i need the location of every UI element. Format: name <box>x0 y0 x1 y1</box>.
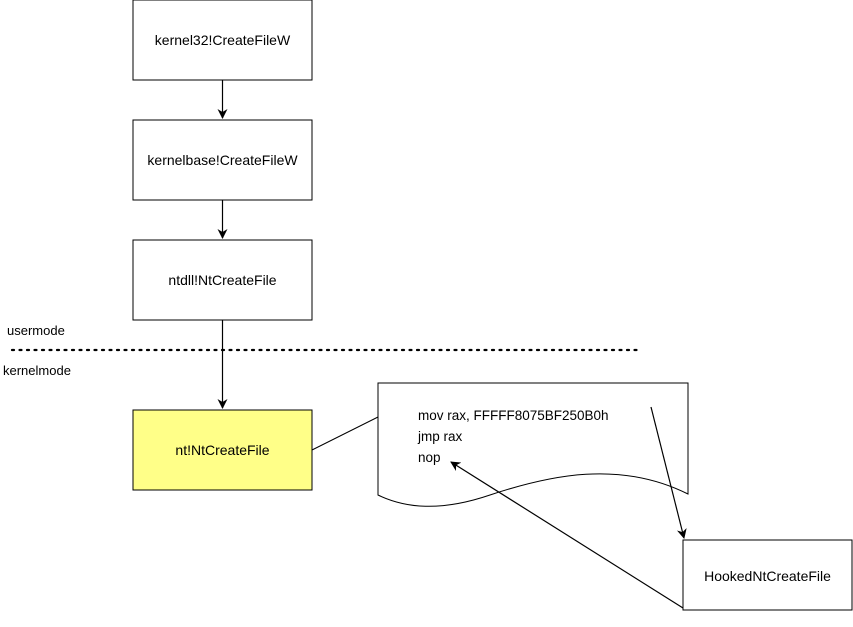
kernelmode-label: kernelmode <box>3 363 71 378</box>
code-line-2: jmp rax <box>417 429 463 444</box>
node-kernel32: kernel32!CreateFileW <box>132 0 313 81</box>
note-connector <box>311 416 379 451</box>
arrow-jmp-to-hooked <box>650 406 687 539</box>
node-hooked-label: HookedNtCreateFile <box>704 568 831 584</box>
node-kernel32-label: kernel32!CreateFileW <box>155 32 291 48</box>
code-note-shape <box>377 382 689 507</box>
code-line-1: mov rax, FFFFF8075BF250B0h <box>418 408 609 423</box>
code-note: mov rax, FFFFF8075BF250B0h jmp rax nop <box>377 382 689 507</box>
code-line-3: nop <box>418 450 441 465</box>
node-hooked: HookedNtCreateFile <box>682 539 853 611</box>
node-kernelbase: kernelbase!CreateFileW <box>132 119 313 201</box>
node-ntdll: ntdll!NtCreateFile <box>132 239 313 321</box>
node-kernelbase-label: kernelbase!CreateFileW <box>147 152 298 168</box>
usermode-label: usermode <box>7 323 65 338</box>
node-nt-label: nt!NtCreateFile <box>175 442 269 458</box>
node-nt: nt!NtCreateFile <box>132 409 313 491</box>
node-ntdll-label: ntdll!NtCreateFile <box>168 272 276 288</box>
arrow-hooked-return-to-nop <box>450 461 684 609</box>
